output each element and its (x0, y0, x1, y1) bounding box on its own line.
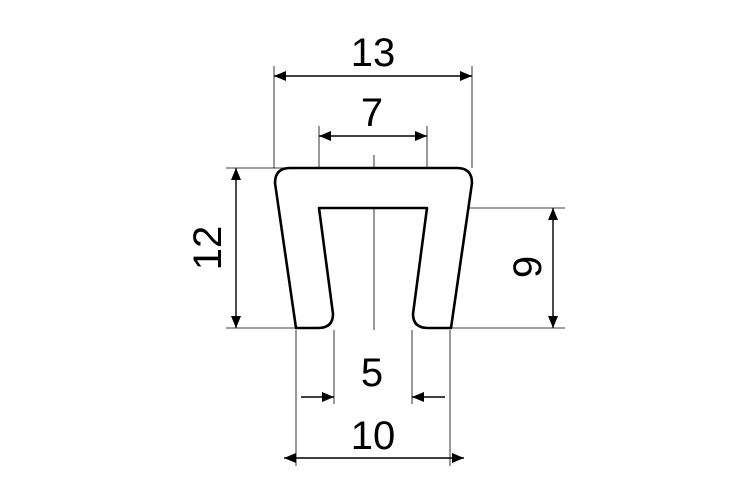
dim-label-7: 7 (361, 91, 383, 135)
dim-label-9: 9 (506, 256, 550, 278)
dim-label-5: 5 (361, 351, 383, 395)
dim-label-10: 10 (351, 414, 396, 458)
dim-label-13: 13 (351, 31, 396, 75)
channel-profile (273, 166, 474, 330)
dim-label-12: 12 (186, 226, 230, 271)
